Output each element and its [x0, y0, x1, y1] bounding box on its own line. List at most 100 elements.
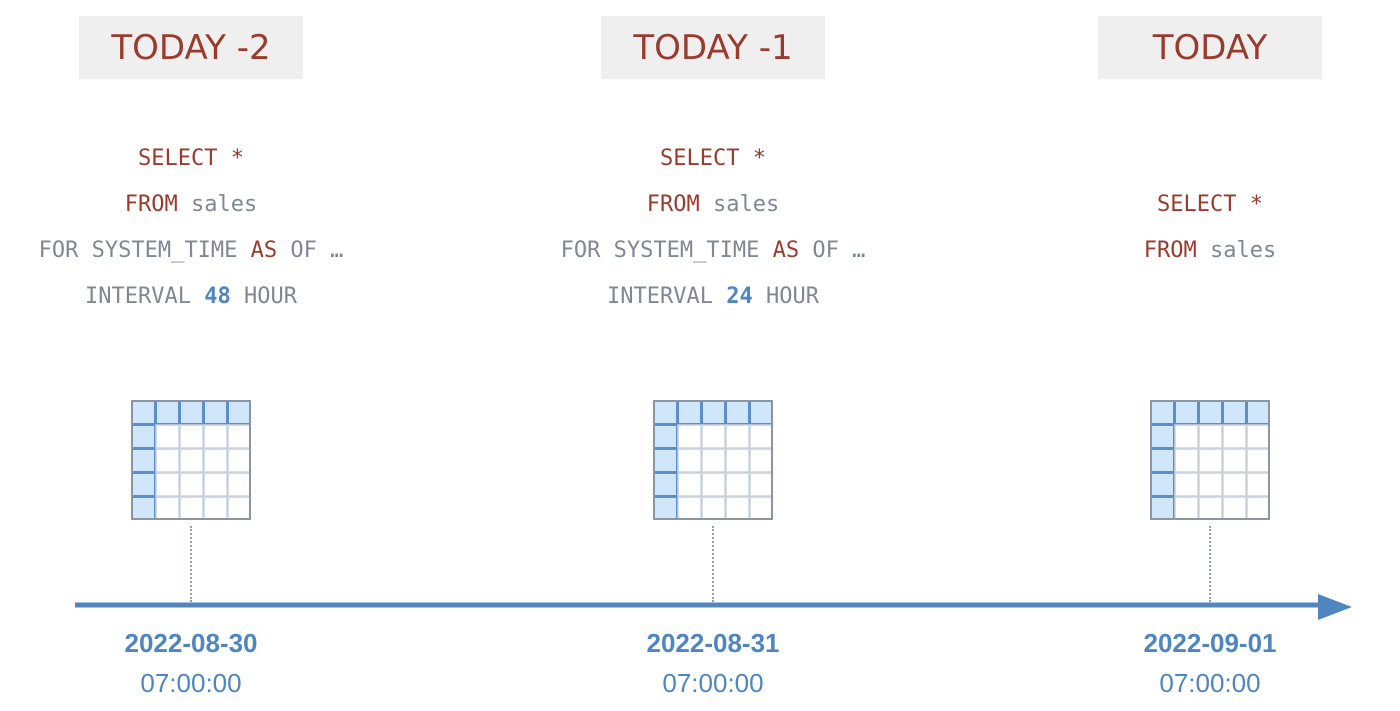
table-cell: [1222, 496, 1247, 521]
snapshot-date: 2022-08-31: [646, 628, 780, 658]
of-text: OF …: [290, 238, 344, 263]
table-cell: [1174, 424, 1199, 449]
dotted-connector: [1209, 526, 1211, 602]
table-cell: [701, 424, 726, 449]
table-header-cell: [749, 400, 774, 425]
select-keyword: SELECT *: [660, 146, 766, 171]
label-box: TODAY: [1098, 16, 1322, 79]
dotted-connector: [190, 526, 192, 602]
snapshot-time: 07:00:00: [140, 668, 242, 698]
as-keyword: AS: [772, 238, 800, 263]
table-header-cell: [131, 400, 156, 425]
column-label: TODAY: [1152, 27, 1268, 68]
table-cell: [1222, 448, 1247, 473]
column-label: TODAY -2: [111, 27, 271, 68]
hour-keyword: HOUR: [765, 284, 819, 309]
table-cell: [1246, 448, 1271, 473]
table-cell: [701, 472, 726, 497]
snapshot-time: 07:00:00: [662, 668, 764, 698]
table-cell: [179, 496, 204, 521]
table-cell: [677, 448, 702, 473]
snapshot-date: 2022-08-30: [124, 628, 258, 658]
table-cell: [1222, 472, 1247, 497]
table-grid-svg: [653, 400, 774, 521]
table-header-cell: [725, 400, 750, 425]
table-header-cell: [1150, 400, 1175, 425]
table-cell: [155, 472, 180, 497]
for-system-time-keyword: FOR SYSTEM_TIME: [38, 238, 238, 263]
table-cell: [227, 448, 252, 473]
query-line-for: FOR SYSTEM_TIME AS OF …: [0, 228, 401, 274]
from-keyword: FROM: [124, 192, 178, 217]
table-cell: [1198, 448, 1223, 473]
table-cell: [725, 424, 750, 449]
table-cell: [227, 424, 252, 449]
query-line-interval: INTERVAL 48 HOUR: [0, 274, 401, 320]
sql-query: SELECT * FROM sales FOR SYSTEM_TIME AS O…: [503, 136, 923, 320]
interval-keyword: INTERVAL: [607, 284, 713, 309]
for-system-time-keyword: FOR SYSTEM_TIME: [560, 238, 760, 263]
table-border: [1150, 400, 1270, 520]
table-cell: [203, 472, 228, 497]
query-line-select: SELECT *: [1000, 182, 1400, 228]
table-cell: [203, 496, 228, 521]
table-cell: [677, 424, 702, 449]
table-cell: [725, 496, 750, 521]
table-header-cell: [1150, 448, 1175, 473]
query-line-from: FROM sales: [1000, 228, 1400, 274]
column-today: TODAY SELECT * FROM sales 2022-09-01 07:…: [1000, 0, 1400, 711]
sql-query: SELECT * FROM sales FOR SYSTEM_TIME AS O…: [0, 136, 401, 320]
table-cell: [179, 448, 204, 473]
table-header-cell: [701, 400, 726, 425]
interval-value: 24: [726, 284, 753, 309]
table-cell: [155, 448, 180, 473]
table-cell: [203, 448, 228, 473]
table-cell: [749, 472, 774, 497]
table-header-cell: [1174, 400, 1199, 425]
table-header-cell: [1150, 496, 1175, 521]
label-box: TODAY -2: [79, 16, 303, 79]
table-cell: [227, 496, 252, 521]
table-header-cell: [1246, 400, 1271, 425]
table-cell: [179, 472, 204, 497]
table-cell: [725, 472, 750, 497]
table-cell: [701, 448, 726, 473]
table-header-cell: [653, 472, 678, 497]
table-header-cell: [1198, 400, 1223, 425]
table-cell: [1246, 424, 1271, 449]
table-cell: [749, 424, 774, 449]
table-header-cell: [1150, 472, 1175, 497]
table-cell: [1198, 496, 1223, 521]
from-keyword: FROM: [646, 192, 700, 217]
table-cell: [155, 496, 180, 521]
table-header-cell: [653, 448, 678, 473]
column-today-minus-1: TODAY -1 SELECT * FROM sales FOR SYSTEM_…: [503, 0, 923, 711]
table-name: sales: [191, 192, 258, 217]
column-today-minus-2: TODAY -2 SELECT * FROM sales FOR SYSTEM_…: [0, 0, 401, 711]
query-line-select: SELECT *: [503, 136, 923, 182]
table-grid-svg: [1150, 400, 1271, 521]
table-cell: [1246, 496, 1271, 521]
snapshot-time: 07:00:00: [1159, 668, 1261, 698]
as-keyword: AS: [250, 238, 278, 263]
table-header-cell: [131, 448, 156, 473]
table-grid-icon: [1150, 400, 1271, 521]
table-cell: [1174, 448, 1199, 473]
table-header-cell: [131, 424, 156, 449]
table-cell: [1198, 472, 1223, 497]
table-cell: [1174, 472, 1199, 497]
from-keyword: FROM: [1143, 238, 1197, 263]
table-header-cell: [203, 400, 228, 425]
table-cell: [1222, 424, 1247, 449]
table-cell: [1246, 472, 1271, 497]
table-cell: [203, 424, 228, 449]
table-cell: [1174, 496, 1199, 521]
table-grid-icon: [131, 400, 252, 521]
sql-query: SELECT * FROM sales: [1000, 182, 1400, 274]
table-cell: [179, 424, 204, 449]
interval-keyword: INTERVAL: [85, 284, 191, 309]
table-header-cell: [1222, 400, 1247, 425]
query-line-select: SELECT *: [0, 136, 401, 182]
table-header-cell: [227, 400, 252, 425]
hour-keyword: HOUR: [243, 284, 297, 309]
